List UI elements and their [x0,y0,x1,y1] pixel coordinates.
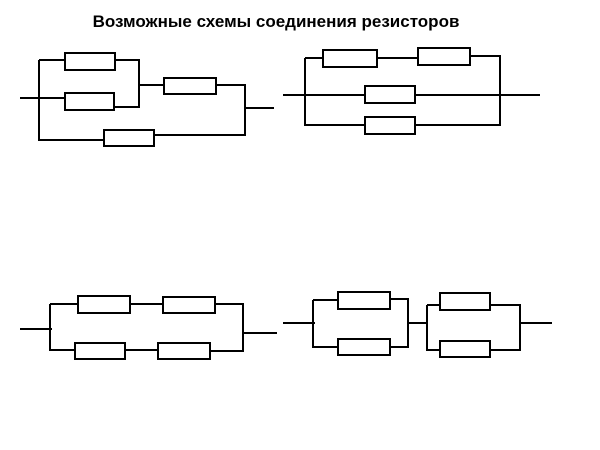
resistor [157,342,211,360]
circuit-2 [283,47,540,135]
resistor [322,49,378,68]
circuit-3 [20,295,277,360]
resistor [163,77,217,95]
resistor [64,52,116,71]
circuit-1 [20,52,274,147]
resistor [364,85,416,104]
resistor [417,47,471,66]
slide-title: Возможные схемы соединения резисторов [92,12,460,31]
resistor [74,342,126,360]
resistor [162,296,216,314]
resistor [337,291,391,310]
resistor [439,292,491,311]
resistor [337,338,391,356]
resistor [64,92,115,111]
circuit-4 [283,291,552,358]
resistor [77,295,131,314]
resistor [364,116,416,135]
resistor [103,129,155,147]
resistor [439,340,491,358]
